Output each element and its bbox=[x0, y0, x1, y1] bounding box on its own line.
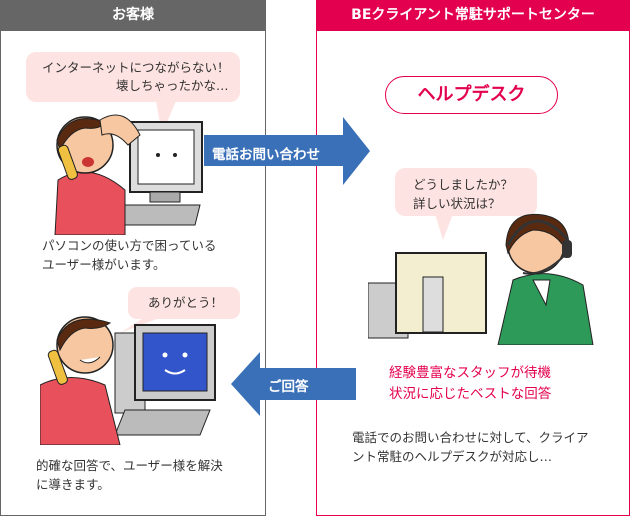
center-caption-line2: ント常駐のヘルプデスクが対応し… bbox=[352, 449, 553, 464]
center-caption-line1: 電話でのお問い合わせに対して、クライア bbox=[352, 430, 589, 445]
customer-bubble-line1: インターネットにつながらない！ bbox=[42, 60, 230, 75]
customer-caption1-line1: パソコンの使い方で困っている bbox=[42, 238, 217, 253]
customer-caption2-line2: に導きます。 bbox=[36, 477, 110, 492]
happy-customer-illustration bbox=[40, 316, 216, 445]
answer-arrow-label: ご回答 bbox=[268, 379, 309, 395]
speech-bubble-shape bbox=[395, 168, 537, 240]
helpdesk-label: ヘルプデスク bbox=[385, 76, 558, 114]
customer-caption1-line2: ユーザー様がいます。 bbox=[42, 257, 166, 272]
customer-header: お客様 bbox=[1, 0, 265, 31]
answer-arrow bbox=[231, 352, 356, 416]
support-center-header: BEクライアント常駐サポートセンター bbox=[317, 0, 629, 31]
inquiry-arrow bbox=[204, 117, 370, 185]
highlight-line2: 状況に応じたベストな回答 bbox=[389, 386, 552, 402]
customer-panel: お客様 bbox=[0, 0, 266, 516]
worried-customer-illustration bbox=[54, 114, 203, 235]
operator-bubble-line2: 詳しい状況は？ bbox=[413, 196, 501, 211]
customer-bubble-line2: 壊しちゃったかな… bbox=[116, 78, 229, 93]
operator-bubble-line1: どうしましたか？ bbox=[413, 177, 514, 192]
customer-caption2-line1: 的確な回答で、ユーザー様を解決 bbox=[36, 458, 223, 473]
highlight-line1: 経験豊富なスタッフが待機 bbox=[389, 365, 551, 381]
helpdesk-operator-illustration bbox=[368, 213, 594, 345]
inquiry-arrow-label: 電話お問い合わせ bbox=[212, 147, 320, 163]
customer-thanks-bubble: ありがとう！ bbox=[148, 295, 224, 310]
